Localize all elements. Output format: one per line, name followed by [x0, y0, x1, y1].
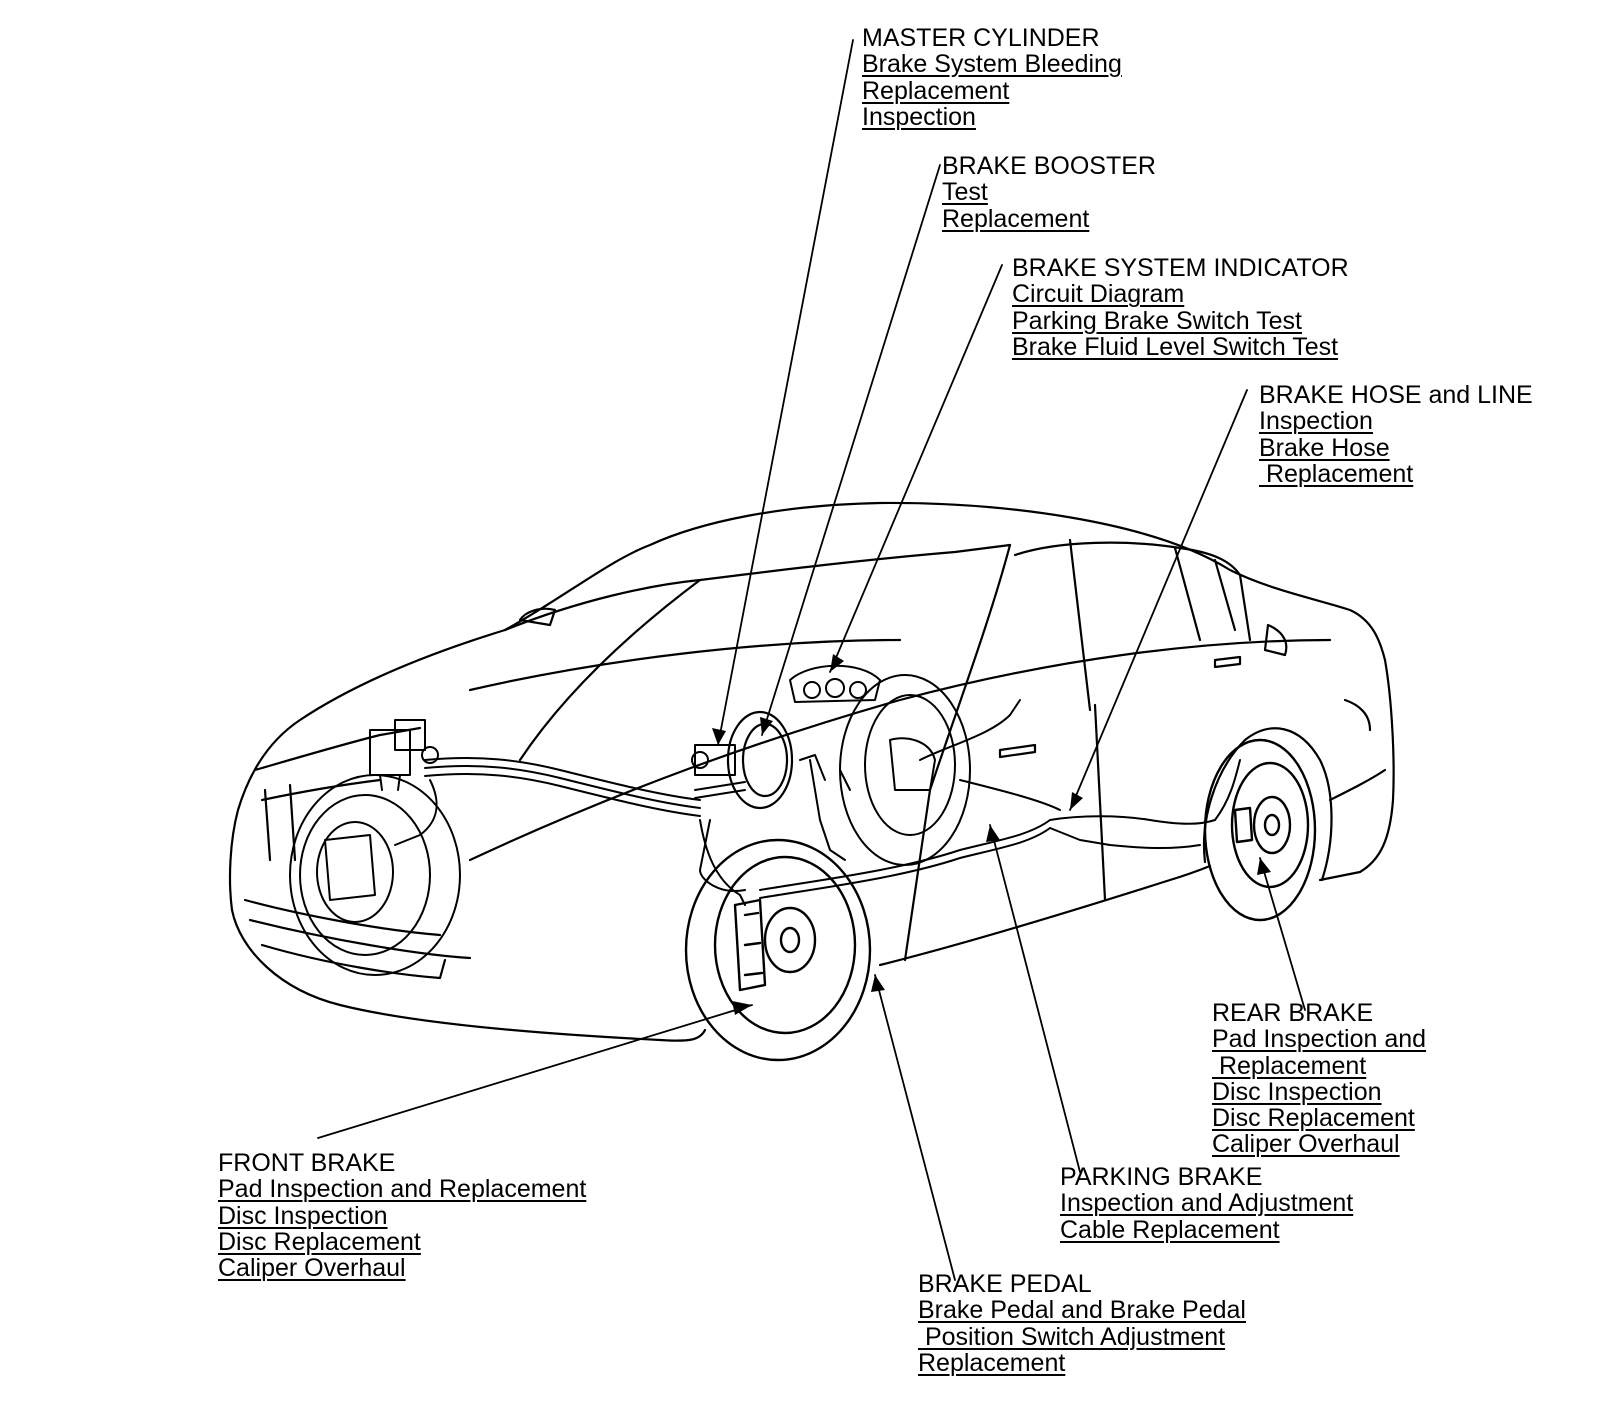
brake-hose-and-line-group: BRAKE HOSE and LINE Inspection Brake Hos… — [1259, 382, 1533, 487]
leader-lines — [317, 39, 1306, 1281]
brake-pedal-group: BRAKE PEDAL Brake Pedal and Brake Pedal … — [918, 1271, 1246, 1376]
brake-pedal-heading: BRAKE PEDAL — [918, 1270, 1092, 1298]
parking-brake-switch-test-link[interactable]: Parking Brake Switch Test — [1012, 306, 1302, 335]
front-disc-replacement-link[interactable]: Disc Replacement — [218, 1227, 421, 1256]
front-brake-heading: FRONT BRAKE — [218, 1149, 396, 1177]
rear-left-wheel — [839, 674, 971, 866]
abs-modulator — [369, 719, 439, 791]
rear-disc-replacement-link[interactable]: Disc Replacement — [1212, 1104, 1415, 1133]
parking-brake-group: PARKING BRAKE Inspection and Adjustment … — [1060, 1164, 1353, 1243]
brake-booster-group: BRAKE BOOSTER Test Replacement — [942, 153, 1156, 232]
front-brake-group: FRONT BRAKE Pad Inspection and Replaceme… — [218, 1149, 587, 1283]
master-cylinder-heading: MASTER CYLINDER — [862, 24, 1100, 52]
rear-caliper-overhaul-link[interactable]: Caliper Overhaul — [1212, 1130, 1400, 1159]
rear-brake-group: REAR BRAKE Pad Inspection and Replacemen… — [1212, 1000, 1426, 1158]
front-pad-inspection-replacement-link[interactable]: Pad Inspection and Replacement — [218, 1175, 587, 1204]
parking-brake-heading: PARKING BRAKE — [1060, 1163, 1263, 1191]
master-cylinder-unit — [691, 744, 746, 799]
brake-hose-replacement-link[interactable]: Replacement — [1259, 459, 1414, 488]
brake-pedal-replacement-link[interactable]: Replacement — [918, 1348, 1066, 1377]
rear-right-wheel — [1203, 738, 1317, 922]
brake-booster-test-link[interactable]: Test — [942, 178, 988, 207]
brake-booster-replacement-link[interactable]: Replacement — [942, 204, 1090, 233]
rear-pad-replacement-link[interactable]: Replacement — [1212, 1051, 1367, 1080]
brake-pedal-position-switch-link[interactable]: Position Switch Adjustment — [918, 1322, 1226, 1351]
master-cylinder-replacement-link[interactable]: Replacement — [862, 76, 1010, 105]
circuit-diagram-link[interactable]: Circuit Diagram — [1012, 280, 1185, 309]
parking-brake-inspection-adjustment-link[interactable]: Inspection and Adjustment — [1060, 1189, 1354, 1218]
brake-system-indicator-heading: BRAKE SYSTEM INDICATOR — [1012, 254, 1349, 282]
master-cylinder-group: MASTER CYLINDER Brake System Bleeding Re… — [862, 25, 1122, 130]
brake-hose-inspection-link[interactable]: Inspection — [1259, 407, 1373, 436]
brake-system-indicator-group: BRAKE SYSTEM INDICATOR Circuit Diagram P… — [1012, 255, 1349, 360]
brake-booster-heading: BRAKE BOOSTER — [942, 152, 1156, 180]
rear-pad-inspection-link[interactable]: Pad Inspection and — [1212, 1025, 1427, 1054]
brake-lines — [394, 699, 1241, 906]
brake-hose-link[interactable]: Brake Hose — [1259, 433, 1390, 462]
rear-disc-inspection-link[interactable]: Disc Inspection — [1212, 1077, 1382, 1106]
master-cylinder-bleeding-link[interactable]: Brake System Bleeding — [862, 50, 1122, 79]
instrument-cluster — [789, 664, 881, 703]
parking-brake-cable-replacement-link[interactable]: Cable Replacement — [1060, 1215, 1280, 1244]
leader-arrowheads — [712, 654, 1271, 1015]
master-cylinder-inspection-link[interactable]: Inspection — [862, 102, 976, 131]
brake-booster-unit — [726, 710, 794, 810]
brake-fluid-level-switch-test-link[interactable]: Brake Fluid Level Switch Test — [1012, 332, 1339, 361]
rear-brake-heading: REAR BRAKE — [1212, 999, 1374, 1027]
brake-pedal-adjustment-link[interactable]: Brake Pedal and Brake Pedal — [918, 1296, 1246, 1325]
brake-pedal-assembly — [799, 754, 851, 861]
front-right-wheel — [684, 838, 872, 1062]
front-caliper-overhaul-link[interactable]: Caliper Overhaul — [218, 1254, 406, 1283]
front-disc-inspection-link[interactable]: Disc Inspection — [218, 1201, 388, 1230]
brake-hose-and-line-heading: BRAKE HOSE and LINE — [1259, 381, 1533, 409]
